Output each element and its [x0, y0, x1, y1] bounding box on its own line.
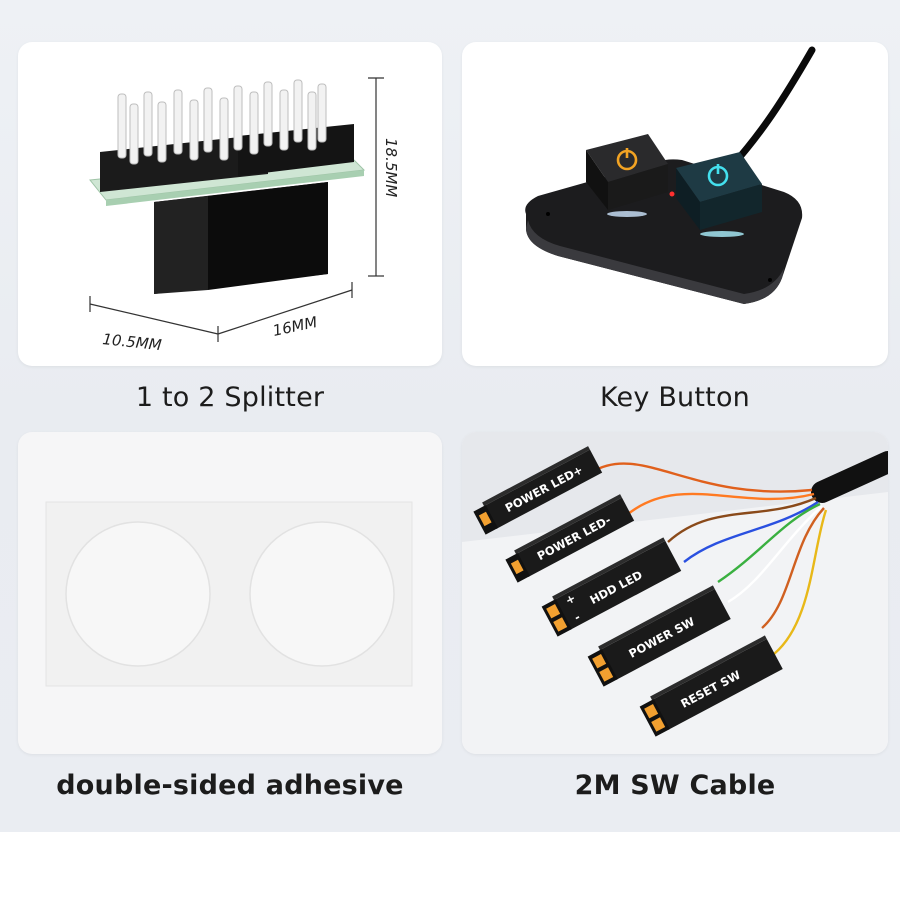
sw-cable-panel: POWER LED+ POWER LED- + - HDD LED	[462, 432, 888, 754]
sw-cable-caption: 2M SW Cable	[574, 770, 776, 801]
splitter-illustration: 18.5MM 10.5MM 16MM	[89, 77, 400, 354]
adhesive-panel	[18, 432, 442, 754]
key-button-illustration	[525, 46, 816, 304]
height-dimension-label: 18.5MM	[382, 138, 400, 197]
adhesive-caption: double-sided adhesive	[56, 770, 404, 801]
adhesive-illustration	[45, 501, 413, 687]
key-button-caption: Key Button	[600, 382, 750, 413]
key-button-panel	[462, 42, 888, 366]
depth-dimension-label: 16MM	[271, 313, 319, 340]
sw-cable-illustration: POWER LED+ POWER LED- + - HDD LED	[462, 432, 888, 754]
splitter-panel: 18.5MM 10.5MM 16MM	[18, 42, 442, 366]
splitter-caption: 1 to 2 Splitter	[135, 382, 325, 413]
hdd-minus-label: -	[572, 610, 583, 625]
width-dimension-label: 10.5MM	[102, 330, 163, 354]
